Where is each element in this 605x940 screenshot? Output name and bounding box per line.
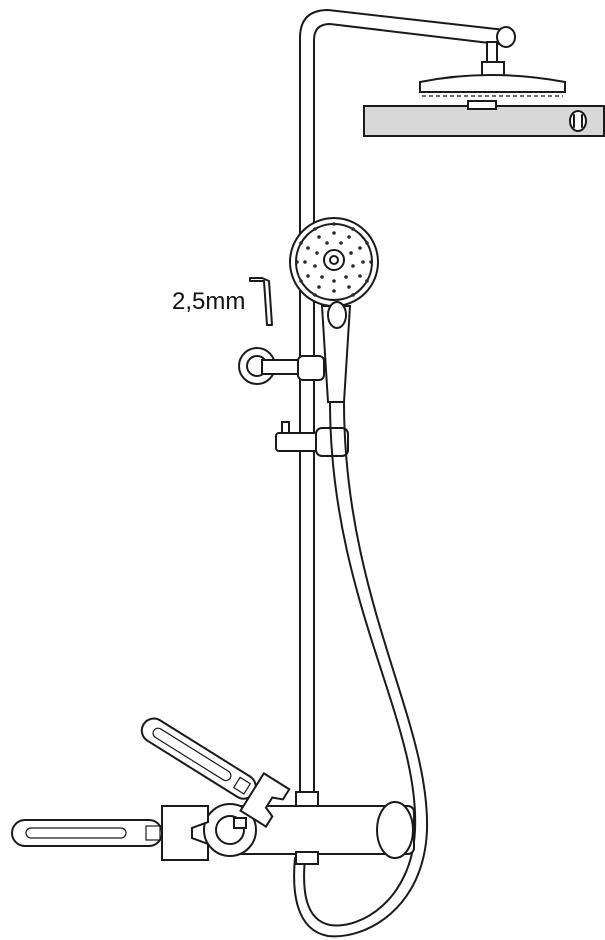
adjustable-wrench-lower xyxy=(11,805,209,861)
overhead-shower xyxy=(419,41,566,97)
spray-nozzles xyxy=(295,222,373,297)
thermostatic-mixer xyxy=(203,791,415,865)
wall-bracket xyxy=(238,347,325,385)
adjustable-wrench-upper xyxy=(140,717,291,828)
hand-shower xyxy=(289,217,379,403)
hex-key-icon xyxy=(249,277,273,326)
hex-key-size-label: 2,5mm xyxy=(172,288,246,315)
shower-rail xyxy=(299,9,516,799)
slider-holder xyxy=(275,421,349,457)
spirit-level xyxy=(363,100,605,137)
